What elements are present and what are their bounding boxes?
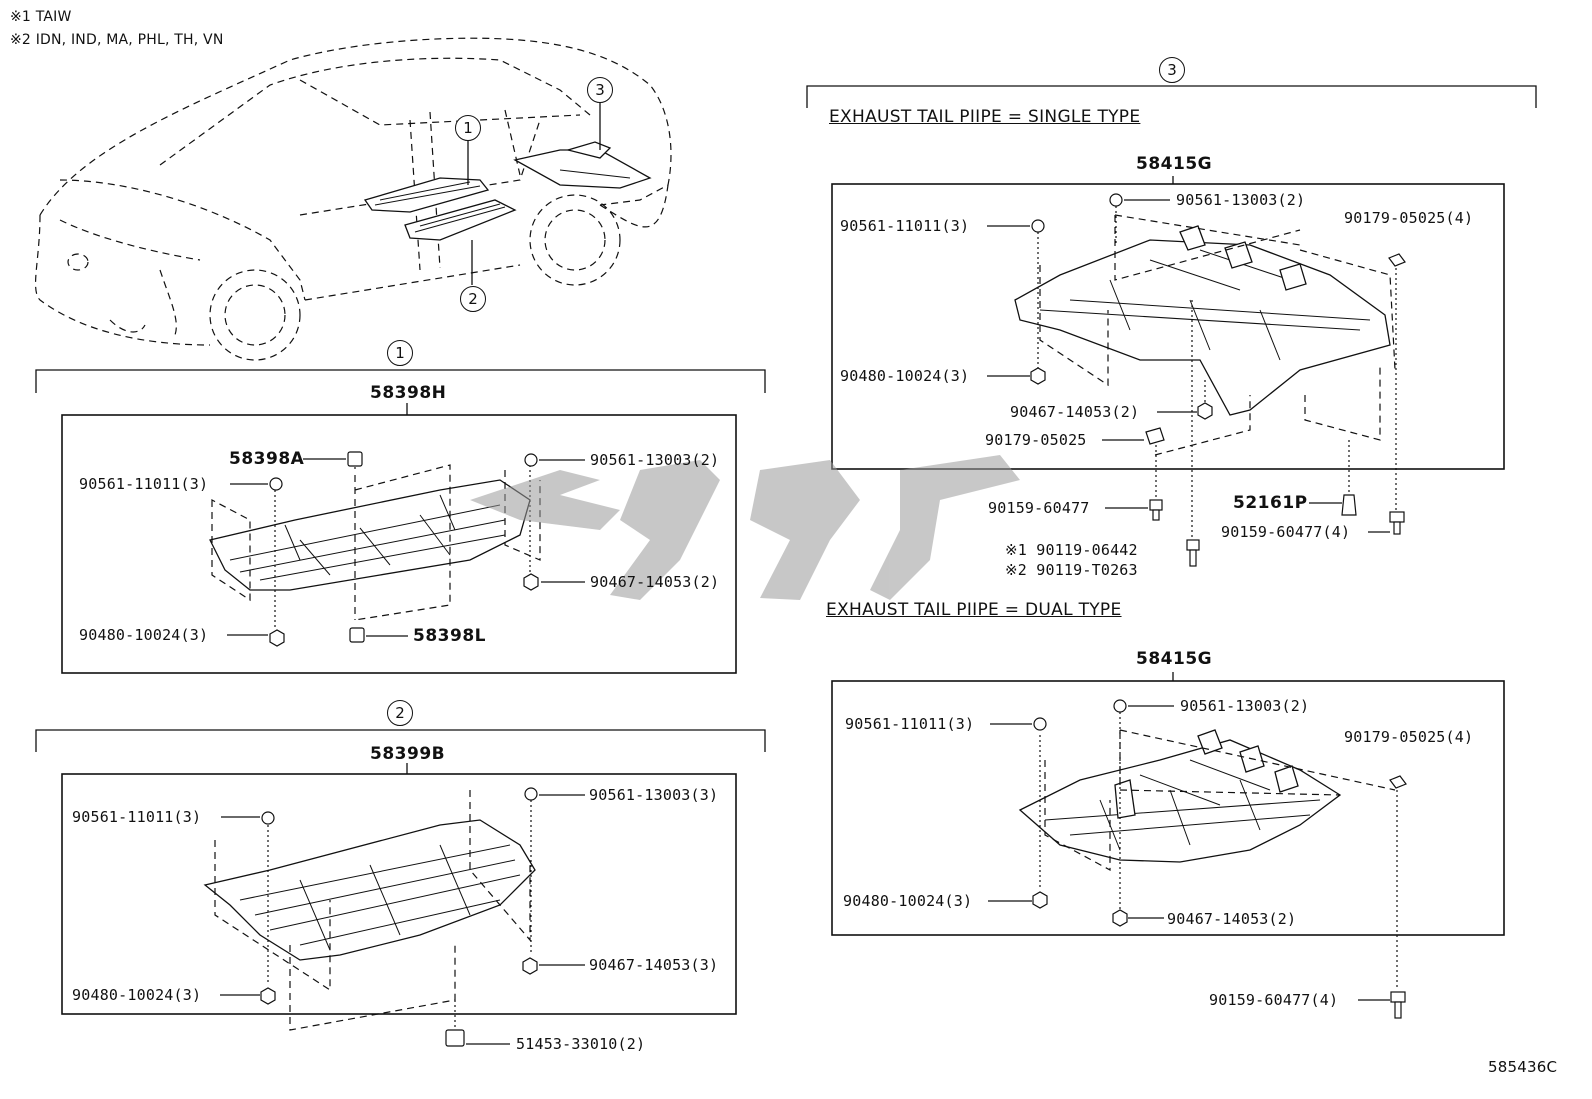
part-label-90561-11011[interactable]: 90561-11011(3): [79, 475, 209, 493]
part-label-90159-60477-s[interactable]: 90159-60477: [988, 499, 1090, 517]
part-label-90467-14053-d[interactable]: 90467-14053(2): [1167, 910, 1297, 928]
part-label-90159-60477-x4-s[interactable]: 90159-60477(4): [1221, 523, 1351, 541]
callout-3-group[interactable]: 3: [1159, 57, 1185, 83]
callout-2-car[interactable]: 2: [460, 286, 486, 312]
part-label-90179-05025-x4-d[interactable]: 90179-05025(4): [1344, 728, 1474, 746]
header-single-type: EXHAUST TAIL PIIPE = SINGLE TYPE: [829, 107, 1141, 127]
header-dual-type: EXHAUST TAIL PIIPE = DUAL TYPE: [826, 600, 1122, 620]
part-label-90119-t0263[interactable]: ※2 90119-T0263: [1005, 561, 1138, 579]
part-label-90561-11011-s[interactable]: 90561-11011(3): [840, 217, 970, 235]
note-2: ※2 IDN, IND, MA, PHL, TH, VN: [10, 32, 224, 48]
part-label-90159-60477-x4-d[interactable]: 90159-60477(4): [1209, 991, 1339, 1009]
group-1-drawing: [35, 369, 766, 674]
part-label-52161p[interactable]: 52161P: [1233, 493, 1308, 513]
part-label-90561-13003-g2[interactable]: 90561-13003(3): [589, 786, 719, 804]
assembly-label-58415g-single[interactable]: 58415G: [1136, 154, 1213, 174]
part-label-90467-14053[interactable]: 90467-14053(2): [590, 573, 720, 591]
assembly-label-58398h[interactable]: 58398H: [370, 383, 447, 403]
part-label-90561-13003[interactable]: 90561-13003(2): [590, 451, 720, 469]
group-2-drawing: [35, 729, 766, 1047]
part-label-90561-11011-d[interactable]: 90561-11011(3): [845, 715, 975, 733]
callout-1-group[interactable]: 1: [387, 340, 413, 366]
callout-2-group[interactable]: 2: [387, 700, 413, 726]
part-label-90119-06442[interactable]: ※1 90119-06442: [1005, 541, 1138, 559]
group-3-single-drawing: [806, 85, 1537, 567]
assembly-label-58415g-dual[interactable]: 58415G: [1136, 649, 1213, 669]
part-label-90480-10024[interactable]: 90480-10024(3): [79, 626, 209, 644]
part-label-90467-14053-g2[interactable]: 90467-14053(3): [589, 956, 719, 974]
assembly-label-58399b[interactable]: 58399B: [370, 744, 446, 764]
part-label-90179-05025-s[interactable]: 90179-05025: [985, 431, 1087, 449]
part-label-58398l[interactable]: 58398L: [413, 626, 486, 646]
part-label-90561-11011-g2[interactable]: 90561-11011(3): [72, 808, 202, 826]
watermark-logo: [470, 455, 1020, 600]
part-label-90561-13003-s[interactable]: 90561-13003(2): [1176, 191, 1306, 209]
part-label-90480-10024-s[interactable]: 90480-10024(3): [840, 367, 970, 385]
vehicle-illustration: [34, 37, 672, 361]
part-label-90480-10024-g2[interactable]: 90480-10024(3): [72, 986, 202, 1004]
group-3-dual-drawing: [831, 672, 1505, 1019]
part-label-90179-05025-x4-s[interactable]: 90179-05025(4): [1344, 209, 1474, 227]
callout-3-car[interactable]: 3: [587, 77, 613, 103]
diagram-id: 585436C: [1488, 1058, 1558, 1076]
part-label-90561-13003-d[interactable]: 90561-13003(2): [1180, 697, 1310, 715]
part-label-51453-33010[interactable]: 51453-33010(2): [516, 1035, 646, 1053]
part-label-58398a[interactable]: 58398A: [229, 449, 305, 469]
part-label-90480-10024-d[interactable]: 90480-10024(3): [843, 892, 973, 910]
part-label-90467-14053-s[interactable]: 90467-14053(2): [1010, 403, 1140, 421]
callout-1-car[interactable]: 1: [455, 115, 481, 141]
note-1: ※1 TAIW: [10, 9, 72, 25]
